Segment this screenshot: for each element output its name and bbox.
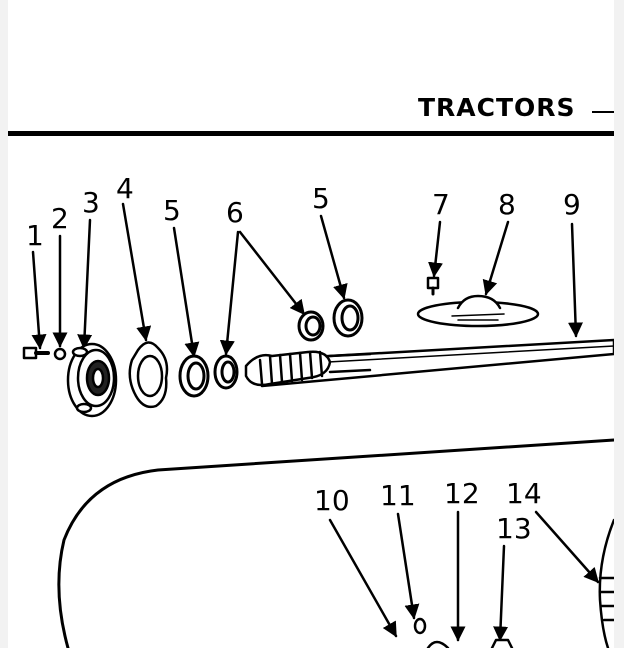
callout-13: 13: [496, 512, 532, 545]
part-9-shaft: [244, 338, 614, 388]
page-header-title: TRACTORS: [418, 93, 576, 122]
part-11-pin: [413, 617, 427, 635]
callout-11: 11: [380, 479, 416, 512]
part-1-bolt: [22, 346, 50, 360]
callout-6: 6: [226, 196, 244, 229]
part-10-ring: [426, 640, 450, 648]
callout-12: 12: [444, 477, 480, 510]
callout-5b: 5: [312, 182, 330, 215]
callout-7: 7: [432, 188, 450, 221]
callout-14: 14: [506, 477, 542, 510]
part-2-nut: [53, 347, 67, 361]
header-rule: [8, 131, 614, 136]
parts-diagram-page: TRACTORS 1 2 3 4 5 6 5 7 8 9 10 11 12 13…: [8, 0, 614, 648]
callout-5a: 5: [163, 194, 181, 227]
part-13-block: [490, 638, 514, 648]
callout-3: 3: [82, 186, 100, 219]
part-4-gasket: [128, 341, 169, 409]
callout-8: 8: [498, 188, 516, 221]
part-5b-seal: [332, 298, 364, 338]
housing-outline: [57, 438, 614, 648]
callout-1: 1: [26, 219, 44, 252]
callout-9: 9: [563, 188, 581, 221]
part-6-bearings: [213, 310, 325, 390]
leader-lines: [31, 202, 600, 642]
part-5a-seal: [178, 354, 210, 398]
part-14-gear: [598, 518, 614, 648]
exploded-parts-diagram: 1 2 3 4 5 6 5 7 8 9 10 11 12 13 14: [22, 172, 614, 648]
header-title-tail-rule: [592, 111, 614, 113]
callout-4: 4: [116, 172, 134, 205]
part-3-housing: [66, 342, 118, 418]
part-7-screw: [426, 276, 440, 296]
callout-10: 10: [314, 484, 350, 517]
callout-2: 2: [51, 202, 69, 235]
part-8-cover: [416, 294, 540, 328]
